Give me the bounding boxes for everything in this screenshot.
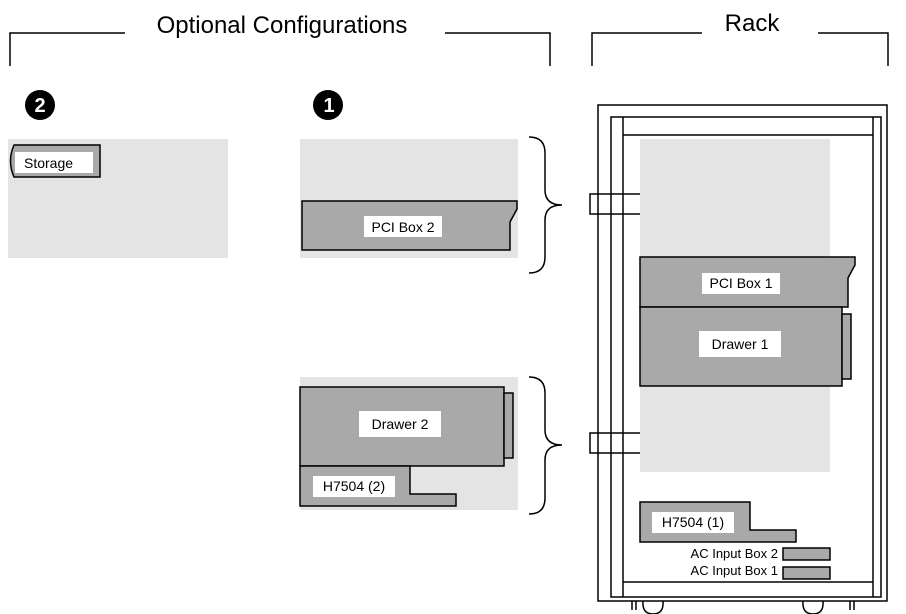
callout-marker-1: 1 [313,90,343,120]
upper-curly-brace [528,136,563,274]
pci-box-1: PCI Box 1 [639,256,856,308]
ac-input-box-2-label: AC Input Box 2 [691,546,778,561]
optional-configurations-bracket [9,32,551,66]
lower-curly-brace [528,376,563,515]
drawer-1: Drawer 1 [639,306,852,387]
svg-text:2: 2 [34,95,45,117]
h7504-1-label: H7504 (1) [662,514,724,530]
pci-box-2-label: PCI Box 2 [371,219,434,235]
ac-input-box-1: AC Input Box 1 [691,563,831,580]
drawer-1-label: Drawer 1 [712,336,769,352]
optional-configurations-header: Optional Configurations [157,12,408,39]
h7504-2-label: H7504 (2) [323,478,385,494]
ac-input-box-2: AC Input Box 2 [691,546,831,561]
h7504-1-power-controller: H7504 (1) [639,501,797,543]
pci-box-2: PCI Box 2 [301,200,518,251]
rack-frame [597,104,888,602]
rack-header: Rack [725,10,781,37]
pci-box-1-label: PCI Box 1 [709,275,772,291]
rack-bracket [591,32,889,66]
rack-casters [631,600,855,614]
callout-marker-2: 2 [25,90,55,120]
ac-input-box-1-label: AC Input Box 1 [691,563,778,578]
drawer-2-label: Drawer 2 [372,416,429,432]
storage-shelf: Storage [9,144,101,178]
svg-text:1: 1 [323,95,334,117]
h7504-2-power-controller: H7504 (2) [299,465,457,507]
drawer-2: Drawer 2 [299,386,514,467]
storage-label: Storage [24,155,73,171]
